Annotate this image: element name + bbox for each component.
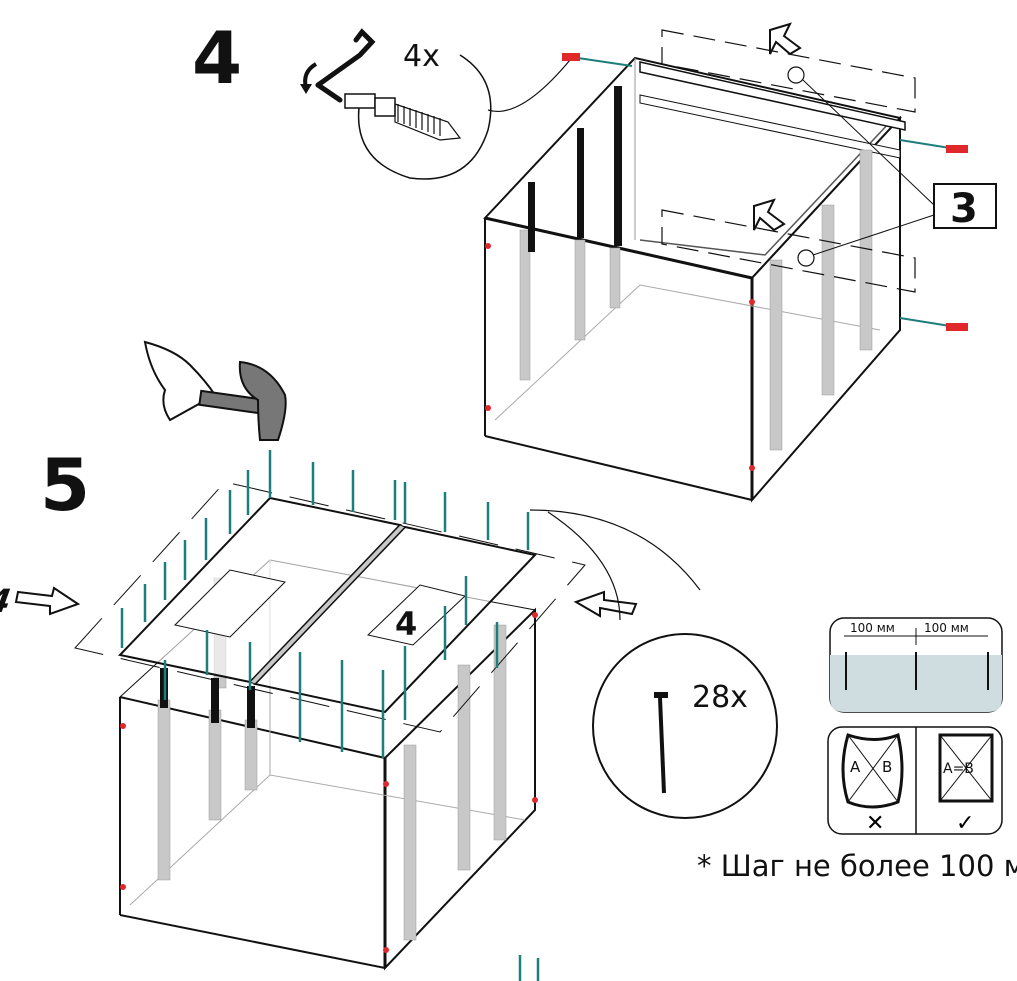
step5-side-rails	[157, 577, 507, 941]
nail-callout: 28x	[529, 509, 778, 819]
dim-right: 100 мм	[924, 621, 969, 635]
step4-back-rails	[528, 86, 622, 252]
top-label-right-box: 4	[366, 584, 467, 646]
hammer-icon	[143, 340, 287, 441]
step-5-number: 5	[40, 443, 90, 527]
screw-count-label: 4x	[403, 39, 440, 74]
wrong-label-b: B	[882, 758, 892, 776]
panel-3-label: 3	[950, 186, 978, 232]
spacing-guide: 100 мм 100 мм	[829, 617, 1003, 713]
screw-callout: 4x	[300, 28, 571, 180]
wrong-label-a: A	[850, 758, 861, 776]
spacing-note: * Шаг не более 100 мм	[697, 849, 1017, 883]
right-mark: ✓	[956, 811, 974, 836]
top-label-right: 4	[395, 605, 417, 643]
squareness-check: A B ✕ A=B ✓	[827, 726, 1003, 836]
step-4-number: 4	[192, 16, 242, 100]
step5-plugs	[120, 612, 538, 953]
step5-insert-arrows	[14, 586, 638, 618]
nail-count-label: 28x	[692, 680, 748, 715]
right-label: A=B	[943, 761, 974, 777]
step4-panels	[661, 29, 916, 293]
step4-side-rails	[519, 149, 873, 451]
wrong-mark: ✕	[866, 811, 884, 836]
step4-insert-arrows	[753, 22, 802, 232]
panel-3-callout: 3	[787, 66, 997, 267]
top-label-left: 4	[0, 582, 17, 620]
dim-left: 100 мм	[850, 621, 895, 635]
step4-cabinet	[483, 56, 906, 503]
step4-plugs	[485, 53, 968, 471]
step5-nails	[120, 450, 540, 981]
nail-icon	[654, 692, 668, 794]
